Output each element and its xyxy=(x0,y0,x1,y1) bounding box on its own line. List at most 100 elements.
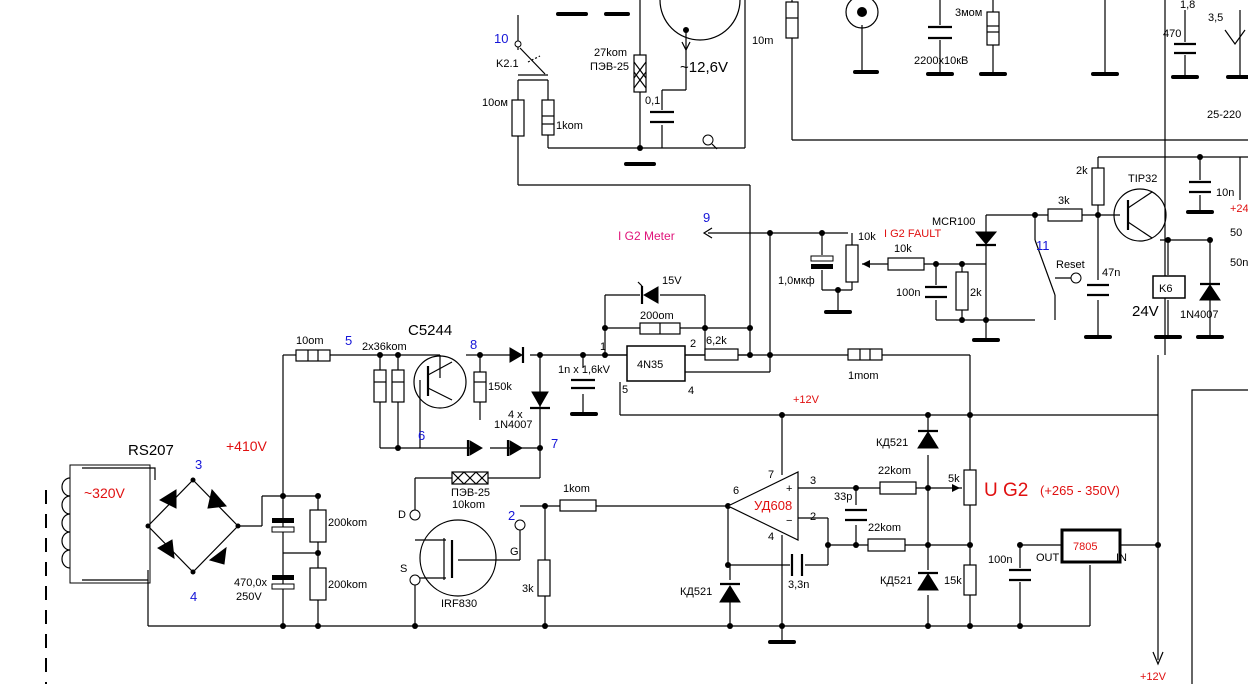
r200kom1-label: 200kom xyxy=(328,517,367,529)
v35-label: 3,5 xyxy=(1208,12,1223,24)
op6-label: 6 xyxy=(733,485,739,497)
c33n-label: 3,3n xyxy=(788,579,809,591)
reset-label: Reset xyxy=(1056,259,1085,271)
node-7: 7 xyxy=(551,436,558,451)
r27kom-label: 27kom xyxy=(594,47,627,59)
pin-g-label: G xyxy=(510,546,519,558)
p1-label: 1 xyxy=(600,341,606,353)
filter-capacitors xyxy=(271,518,295,590)
transistors xyxy=(413,0,1167,597)
node-8: 8 xyxy=(470,337,477,352)
mcr100-label: MCR100 xyxy=(932,216,975,228)
node-2: 2 xyxy=(508,508,515,523)
pev25-mid-label: ПЭВ-25 xyxy=(451,487,490,499)
c01-label: 0,1 xyxy=(645,95,660,107)
r1kom-top-label: 1kom xyxy=(556,120,583,132)
opamp-ud608 xyxy=(726,471,816,541)
v18-label: 1,8 xyxy=(1180,0,1195,11)
labels: RS207 ~320V +410V 3 4 5 6 7 8 2 9 10 11 … xyxy=(84,0,1248,683)
c33p-label: 33p xyxy=(834,491,852,503)
r1kom-mid-label: 1kom xyxy=(563,483,590,495)
d4x-label: 4 x xyxy=(508,409,523,421)
c47n-label: 47n xyxy=(1102,267,1120,279)
r5k-label: 5k xyxy=(948,473,960,485)
c1mkf-label: 1,0мкф xyxy=(778,275,815,287)
u4n35-label: 4N35 xyxy=(637,359,663,371)
pin-s-label: S xyxy=(400,563,407,575)
v25220-label: 25-220 xyxy=(1207,109,1241,121)
relay-k6 xyxy=(1152,275,1186,299)
u7805-label: 7805 xyxy=(1073,541,1097,553)
r10om-left-label: 10ом xyxy=(482,97,508,109)
junction-dots xyxy=(280,27,1213,629)
r10k-pot-label: 10k xyxy=(858,231,876,243)
node-3: 3 xyxy=(195,457,202,472)
v410-label: +410V xyxy=(226,438,268,454)
r15k-label: 15k xyxy=(944,575,962,587)
node-4: 4 xyxy=(190,589,197,604)
out-label: OUT xyxy=(1036,552,1060,564)
ig2-fault-label: I G2 FAULT xyxy=(884,228,942,240)
in-label: IN xyxy=(1116,552,1127,564)
op7-label: 7 xyxy=(768,469,774,481)
bridge-rectifier xyxy=(145,477,241,575)
kd521-mid-label: КД521 xyxy=(880,575,912,587)
c5244-label: C5244 xyxy=(408,322,452,339)
node-11: 11 xyxy=(1036,238,1050,253)
v320-label: ~320V xyxy=(84,485,126,501)
c10n-label: 10n xyxy=(1216,187,1234,199)
r3k-top-label: 3k xyxy=(1058,195,1070,207)
d1n4007-label: 1N4007 xyxy=(494,419,533,431)
p2-label: 2 xyxy=(690,338,696,350)
rs207-label: RS207 xyxy=(128,442,174,459)
kd521-top-label: КД521 xyxy=(876,437,908,449)
capacitors xyxy=(571,25,1211,582)
r200kom2-label: 200kom xyxy=(328,579,367,591)
c100n-mid-label: 100n xyxy=(896,287,920,299)
node-9: 9 xyxy=(703,210,710,225)
r2k-mid-label: 2k xyxy=(970,287,982,299)
optocoupler-4n35 xyxy=(605,345,686,382)
r200om-label: 200om xyxy=(640,310,674,322)
p5-label: 5 xyxy=(622,384,628,396)
c470-label: 470 xyxy=(1163,28,1181,40)
pev25-top-label: ПЭВ-25 xyxy=(590,61,629,73)
transformer-secondary xyxy=(61,464,151,584)
node-6: 6 xyxy=(418,428,425,443)
r10k-label: 10k xyxy=(894,243,912,255)
node-10: 10 xyxy=(494,31,508,46)
op4-label: 4 xyxy=(768,531,774,543)
kd521-left-label: КД521 xyxy=(680,586,712,598)
op3-label: 3 xyxy=(810,475,816,487)
c1n-label: 1n x 1,6kV xyxy=(558,364,611,376)
r3mom-label: 3мом xyxy=(955,7,982,19)
ground-symbols xyxy=(556,12,1248,644)
r1mom-label: 1mom xyxy=(848,370,879,382)
v126-label: ~12,6V xyxy=(680,59,728,76)
r10om-label: 10om xyxy=(296,335,324,347)
z15v-label: 15V xyxy=(662,275,682,287)
v12-label: +12V xyxy=(793,394,820,406)
c100n-reg-label: 100n xyxy=(988,554,1012,566)
op-minus-label: − xyxy=(786,515,792,527)
r3k-bottom-label: 3k xyxy=(522,583,534,595)
ig2-meter-label: I G2 Meter xyxy=(618,229,675,243)
pin-d-label: D xyxy=(398,509,406,521)
tip32-label: TIP32 xyxy=(1128,173,1157,185)
ud608-label: УД608 xyxy=(754,498,792,513)
v250-label: 250V xyxy=(236,591,262,603)
irf830-label: IRF830 xyxy=(441,598,477,610)
r2x36-label: 2x36kom xyxy=(362,341,407,353)
c50-1-label: 50 xyxy=(1230,227,1242,239)
v24-label: 24V xyxy=(1132,303,1159,320)
node-5: 5 xyxy=(345,333,352,348)
p4-label: 4 xyxy=(688,385,694,397)
diodes xyxy=(466,231,1221,603)
resistors xyxy=(295,1,1105,601)
k21-label: K2.1 xyxy=(496,58,519,70)
c470x-label: 470,0x xyxy=(234,577,268,589)
k6-label: K6 xyxy=(1159,283,1172,295)
v24-partial-label: +24 xyxy=(1230,203,1248,215)
ug2-label: U G2 xyxy=(984,480,1028,501)
